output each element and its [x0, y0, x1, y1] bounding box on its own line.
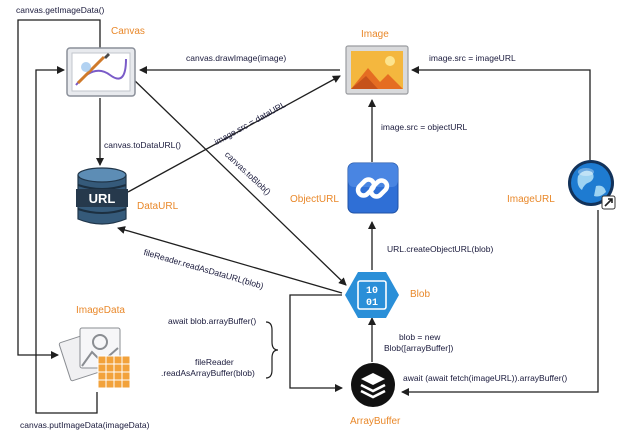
edge-label-put-image-data: canvas.putImageData(imageData) [20, 420, 150, 430]
edge-image-src-data-url [127, 75, 341, 193]
edge-label-blob-new-1: blob = new [399, 332, 441, 342]
edge-label-image-src-image-url: image.src = imageURL [429, 53, 516, 63]
imagedata-icon [58, 322, 136, 394]
edge-label-to-data-url: canvas.toDataURL() [104, 140, 182, 150]
edge-label-await-array-buffer: await blob.arrayBuffer() [168, 316, 257, 326]
node-label-blob: Blob [410, 289, 431, 300]
edge-label-draw-image: canvas.drawImage(image) [186, 53, 287, 63]
node-label-objecturl: ObjectURL [290, 194, 339, 205]
objecturl-icon [347, 162, 399, 214]
edge-label-get-image-data: canvas.getImageData() [16, 5, 105, 15]
brace [265, 321, 279, 379]
dataurl-icon: URL [72, 165, 132, 229]
edge-label-file-reader-2: .readAsArrayBuffer(blob) [161, 368, 255, 378]
edge-get-image-data [17, 19, 101, 359]
node-label-dataurl: DataURL [137, 201, 179, 212]
image-icon [344, 44, 410, 96]
edge-label-create-object-url: URL.createObjectURL(blob) [387, 244, 494, 254]
globe-icon [566, 158, 616, 212]
node-label-imageurl: ImageURL [507, 194, 555, 205]
node-label-canvas: Canvas [111, 26, 145, 37]
edge-to-blob [131, 77, 347, 286]
blob-icon: 10 01 [344, 270, 400, 320]
edge-label-fetch-array-buffer: await (await fetch(imageURL)).arrayBuffe… [403, 373, 568, 383]
edge-fetch-array-buffer [401, 210, 599, 396]
arraybuffer-icon [350, 362, 396, 408]
edge-label-image-src-object-url: image.src = objectURL [381, 122, 468, 132]
blob-glyph-top: 10 [366, 286, 378, 297]
node-label-image: Image [361, 29, 389, 40]
edge-image-src-image-url [411, 66, 591, 160]
node-label-imagedata: ImageData [76, 305, 125, 316]
url-glyph: URL [89, 191, 116, 206]
edge-label-blob-new-2: Blob([arrayBuffer]) [384, 343, 454, 353]
edge-read-as-data-url [117, 226, 343, 294]
canvas-icon [64, 45, 138, 99]
blob-glyph-bottom: 01 [366, 298, 378, 309]
node-label-arraybuffer: ArrayBuffer [350, 416, 401, 427]
edge-put-image-data [35, 66, 98, 414]
edge-label-file-reader-1: fileReader [195, 357, 234, 367]
edge-blob-to-arraybuffer [289, 294, 343, 392]
